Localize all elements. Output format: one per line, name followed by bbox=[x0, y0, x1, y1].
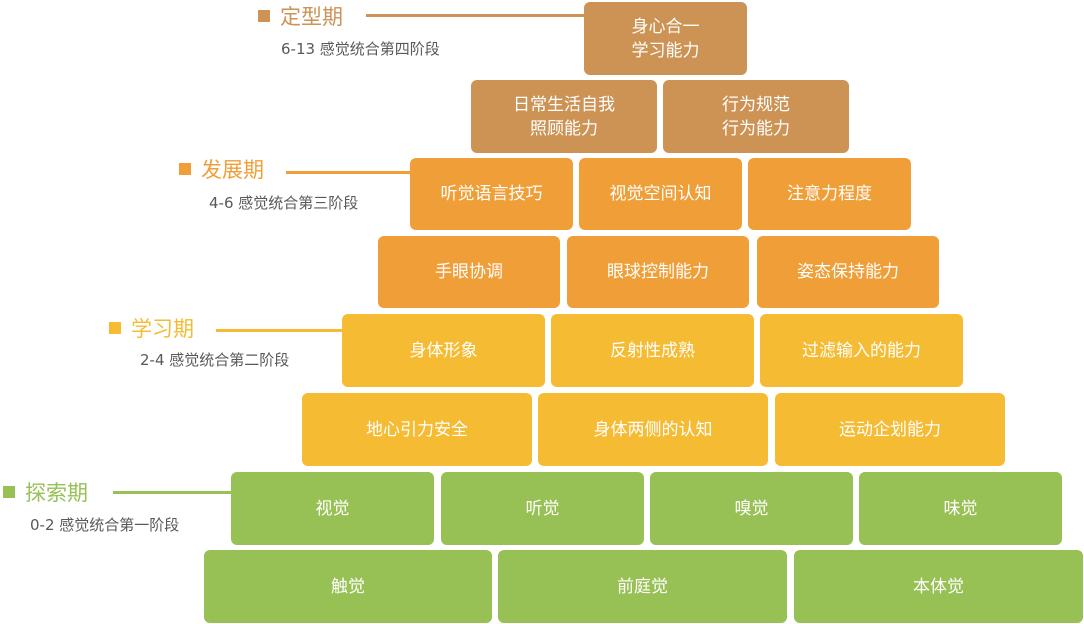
connector-line bbox=[286, 171, 410, 174]
pyramid-box: 反射性成熟 bbox=[551, 314, 754, 387]
box-label: 眼球控制能力 bbox=[607, 262, 709, 282]
box-label: 运动企划能力 bbox=[839, 419, 941, 440]
box-label: 行为规范 行为能力 bbox=[722, 94, 790, 139]
stage-title: 探索期 bbox=[25, 481, 88, 505]
box-label: 姿态保持能力 bbox=[797, 262, 899, 282]
pyramid-box: 日常生活自我 照顾能力 bbox=[471, 80, 657, 153]
box-label: 日常生活自我 照顾能力 bbox=[513, 94, 615, 139]
box-label: 前庭觉 bbox=[617, 576, 668, 597]
box-label: 注意力程度 bbox=[787, 184, 872, 204]
square-bullet-icon bbox=[109, 322, 121, 334]
box-label: 本体觉 bbox=[913, 576, 964, 597]
pyramid-box: 身体形象 bbox=[342, 314, 545, 387]
box-label: 过滤输入的能力 bbox=[802, 340, 921, 361]
pyramid-box: 身心合一 学习能力 bbox=[584, 2, 747, 75]
box-label: 嗅觉 bbox=[734, 498, 769, 519]
stage-subtitle: 6-13 感觉统合第四阶段 bbox=[281, 40, 440, 58]
stage-subtitle: 2-4 感觉统合第二阶段 bbox=[140, 351, 290, 369]
pyramid-box: 姿态保持能力 bbox=[757, 236, 939, 308]
pyramid-box: 身体两侧的认知 bbox=[538, 393, 768, 466]
pyramid-box: 视觉空间认知 bbox=[579, 158, 742, 230]
pyramid-box: 眼球控制能力 bbox=[567, 236, 749, 308]
pyramid-box: 本体觉 bbox=[794, 550, 1083, 623]
pyramid-box: 过滤输入的能力 bbox=[760, 314, 963, 387]
pyramid-box: 地心引力安全 bbox=[302, 393, 532, 466]
pyramid-box: 行为规范 行为能力 bbox=[663, 80, 849, 153]
box-label: 手眼协调 bbox=[435, 262, 503, 282]
stage-subtitle: 4-6 感觉统合第三阶段 bbox=[209, 194, 359, 212]
pyramid-box: 听觉 bbox=[441, 472, 644, 545]
pyramid-box: 味觉 bbox=[859, 472, 1062, 545]
stage-subtitle: 0-2 感觉统合第一阶段 bbox=[30, 516, 180, 534]
pyramid-box: 听觉语言技巧 bbox=[410, 158, 573, 230]
square-bullet-icon bbox=[3, 486, 15, 498]
square-bullet-icon bbox=[258, 10, 270, 22]
box-label: 身体形象 bbox=[409, 340, 478, 361]
connector-line bbox=[216, 329, 343, 332]
pyramid-box: 视觉 bbox=[231, 472, 434, 545]
box-label: 听觉语言技巧 bbox=[440, 184, 543, 204]
stage-title: 发展期 bbox=[201, 158, 264, 182]
pyramid-box: 触觉 bbox=[204, 550, 492, 623]
stage-title: 定型期 bbox=[280, 5, 343, 29]
pyramid-box: 嗅觉 bbox=[650, 472, 853, 545]
pyramid-box: 运动企划能力 bbox=[775, 393, 1005, 466]
box-label: 触觉 bbox=[331, 576, 365, 597]
box-label: 地心引力安全 bbox=[366, 419, 468, 440]
box-label: 听觉 bbox=[525, 498, 560, 519]
pyramid-box: 注意力程度 bbox=[748, 158, 911, 230]
box-label: 反射性成熟 bbox=[610, 340, 695, 361]
box-label: 视觉 bbox=[315, 498, 350, 519]
stage-title: 学习期 bbox=[131, 317, 194, 341]
pyramid-box: 手眼协调 bbox=[378, 236, 560, 308]
box-label: 味觉 bbox=[943, 498, 978, 519]
box-label: 身体两侧的认知 bbox=[593, 419, 713, 440]
square-bullet-icon bbox=[179, 163, 191, 175]
pyramid-box: 前庭觉 bbox=[498, 550, 787, 623]
box-label: 视觉空间认知 bbox=[609, 184, 712, 204]
connector-line bbox=[113, 491, 231, 494]
box-label: 身心合一 学习能力 bbox=[631, 16, 700, 61]
connector-line bbox=[366, 14, 584, 17]
